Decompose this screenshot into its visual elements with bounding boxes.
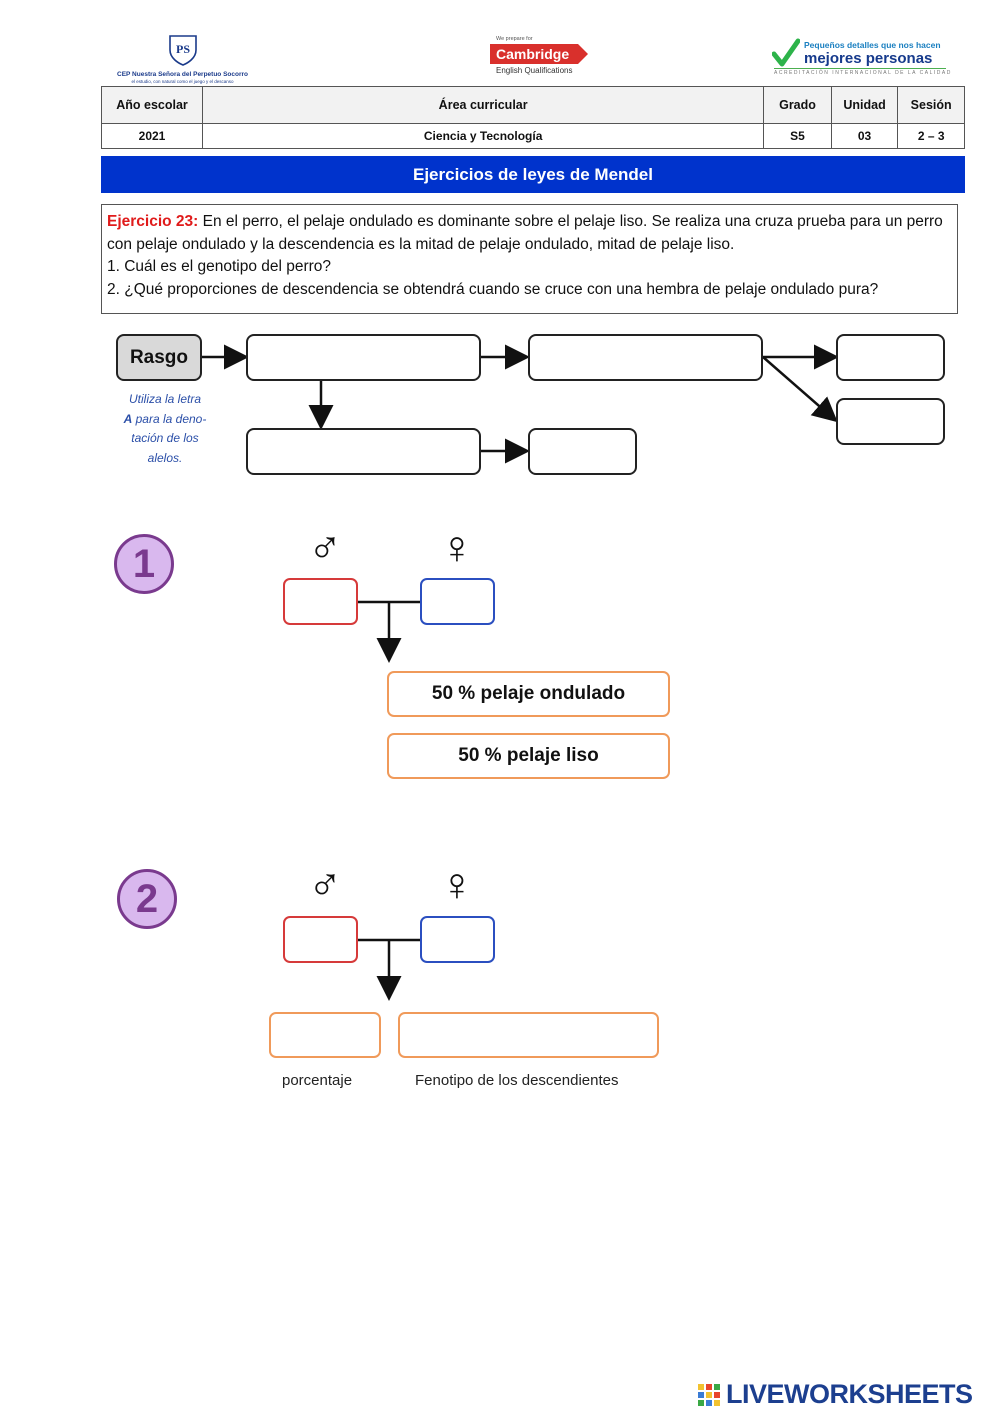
hint-letter: A bbox=[123, 411, 133, 426]
value-cell-unit: 03 bbox=[830, 123, 899, 149]
value-cell-session: 2 – 3 bbox=[897, 123, 965, 149]
header-table: Año escolar Área curricular Grado Unidad… bbox=[100, 86, 965, 149]
liveworksheets-brand: LIVEWORKSHEETS bbox=[726, 1379, 973, 1409]
header-cell-area: Área curricular bbox=[202, 86, 765, 124]
result-box-ondulado: 50 % pelaje ondulado bbox=[387, 671, 670, 717]
header-cell-unit: Unidad bbox=[830, 86, 899, 124]
liveworksheets-icon bbox=[698, 1384, 720, 1406]
header-cell-session: Sesión bbox=[897, 86, 965, 124]
header-cell-grade: Grado bbox=[763, 86, 832, 124]
school-motto: el estudio, con natural como el juego y … bbox=[131, 79, 234, 84]
male-genotype-input-2[interactable] bbox=[283, 916, 358, 963]
section-2-number: 2 bbox=[117, 869, 177, 929]
hint-line-1: Utiliza la letra bbox=[128, 392, 202, 406]
cambridge-subtitle: English Qualifications bbox=[496, 66, 573, 75]
male-symbol-icon: ♂ bbox=[307, 521, 343, 573]
header-row: Año escolar Área curricular Grado Unidad… bbox=[100, 86, 965, 124]
value-cell-year: 2021 bbox=[100, 123, 204, 149]
female-genotype-input-1[interactable] bbox=[420, 578, 495, 625]
arrow-box2-to-box4 bbox=[762, 356, 838, 423]
allele-input-box-2[interactable] bbox=[836, 398, 945, 445]
female-symbol-icon: ♀ bbox=[439, 521, 475, 573]
accreditation-caption: ACREDITACIÓN INTERNACIONAL DE LA CALIDAD bbox=[774, 70, 952, 76]
trait-dominant-input-box[interactable] bbox=[246, 334, 481, 381]
phenotype-input[interactable] bbox=[398, 1012, 659, 1058]
accreditation-big-text: mejores personas bbox=[804, 50, 933, 67]
school-logo: PS CEP Nuestra Señora del Perpetuo Socor… bbox=[110, 34, 255, 84]
header-cell-year: Año escolar bbox=[100, 86, 204, 124]
accreditation-small-text: Pequeños detalles que nos hacen bbox=[804, 40, 941, 50]
accreditation-logo: Pequeños detalles que nos hacen mejores … bbox=[772, 36, 952, 82]
hint-line-2: para la deno- bbox=[132, 411, 207, 426]
svg-text:PS: PS bbox=[175, 42, 189, 56]
trait-recessive-input-box[interactable] bbox=[246, 428, 481, 475]
allele-hint: Utiliza la letra A para la deno- tación … bbox=[110, 390, 220, 468]
phenotype-caption: Fenotipo de los descendientes bbox=[415, 1072, 619, 1089]
page-title: Ejercicios de leyes de Mendel bbox=[101, 156, 965, 193]
hint-line-3: tación de los bbox=[131, 431, 199, 445]
female-genotype-input-2[interactable] bbox=[420, 916, 495, 963]
checkmark-icon bbox=[772, 38, 800, 67]
allele-input-box-1[interactable] bbox=[836, 334, 945, 381]
cambridge-banner: Cambridge bbox=[490, 44, 588, 64]
value-row: 2021 Ciencia y Tecnología S5 03 2 – 3 bbox=[100, 123, 965, 149]
section-1-number: 1 bbox=[114, 534, 174, 594]
cambridge-logo: We prepare for Cambridge English Qualifi… bbox=[490, 36, 590, 82]
cross-1-lines bbox=[358, 600, 421, 663]
exercise-question-2: 2. ¿Qué proporciones de descendencia se … bbox=[107, 280, 879, 298]
cross-2-lines bbox=[358, 938, 421, 1001]
school-shield-icon: PS bbox=[168, 35, 197, 66]
exercise-label: Ejercicio 23: bbox=[107, 213, 199, 230]
liveworksheets-logo: LIVEWORKSHEETS bbox=[696, 1379, 994, 1409]
hint-line-4: alelos. bbox=[147, 450, 183, 465]
result-box-liso: 50 % pelaje liso bbox=[387, 733, 670, 779]
rasgo-label-box: Rasgo bbox=[116, 334, 202, 381]
exercise-text: En el perro, el pelaje ondulado es domin… bbox=[107, 213, 943, 253]
percentage-caption: porcentaje bbox=[282, 1072, 353, 1089]
recessive-allele-input-box[interactable] bbox=[528, 428, 637, 475]
male-genotype-input-1[interactable] bbox=[283, 578, 358, 625]
value-cell-grade: S5 bbox=[763, 123, 832, 149]
male-symbol-icon: ♂ bbox=[307, 858, 343, 910]
flow-arrows bbox=[202, 344, 839, 464]
exercise-box: Ejercicio 23: En el perro, el pelaje ond… bbox=[101, 204, 958, 314]
cambridge-prep-text: We prepare for bbox=[496, 36, 533, 42]
school-name: CEP Nuestra Señora del Perpetuo Socorro bbox=[117, 71, 248, 78]
accreditation-divider bbox=[774, 68, 946, 69]
percentage-input[interactable] bbox=[269, 1012, 381, 1058]
female-symbol-icon: ♀ bbox=[439, 858, 475, 910]
genotype-input-box[interactable] bbox=[528, 334, 763, 381]
value-cell-area: Ciencia y Tecnología bbox=[202, 123, 765, 149]
exercise-question-1: 1. Cuál es el genotipo del perro? bbox=[107, 258, 332, 275]
